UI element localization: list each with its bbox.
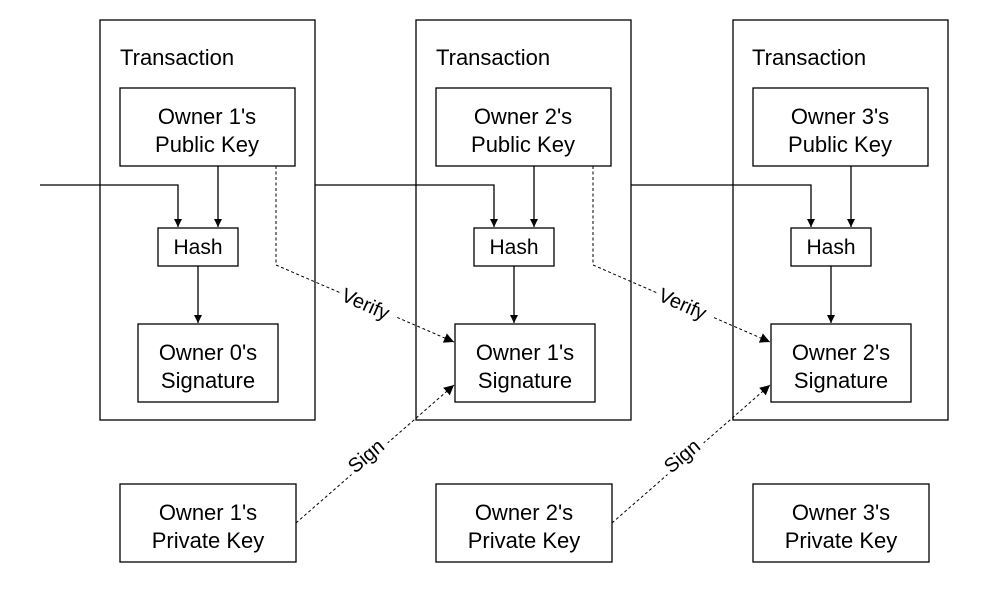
- transaction-2-hash-box: [473, 227, 555, 267]
- transaction-3-public-key-line2: Public Key: [788, 132, 892, 157]
- sign-label-2-bg: [657, 431, 710, 481]
- transaction-3-hash-box: [790, 227, 872, 267]
- transaction-3-title: Transaction: [752, 45, 866, 70]
- verify-label-1-bg: [334, 282, 402, 330]
- private-key-1-box: [119, 483, 297, 563]
- transaction-2-public-key-line2: Public Key: [471, 132, 575, 157]
- transaction-3-signature-line2: Signature: [794, 368, 888, 393]
- transaction-1: Transaction Owner 1's Public Key Hash Ow…: [99, 19, 316, 421]
- chain-link-into-transaction-2: [315, 184, 498, 227]
- private-key-1-line1: Owner 1's: [159, 500, 257, 525]
- transaction-2-public-key-line1: Owner 2's: [474, 104, 572, 129]
- transaction-2-signature-box: [454, 323, 596, 403]
- private-key-2-line2: Private Key: [468, 528, 581, 553]
- private-key-2-box: [435, 483, 613, 563]
- transaction-3-signature-line1: Owner 2's: [792, 340, 890, 365]
- private-key-1-line2: Private Key: [152, 528, 265, 553]
- private-key-2: Owner 2's Private Key: [435, 483, 613, 563]
- transaction-1-title: Transaction: [120, 45, 234, 70]
- verify-label-1: Verify: [338, 284, 393, 324]
- private-key-3-line2: Private Key: [785, 528, 898, 553]
- transaction-1-public-key-line2: Public Key: [155, 132, 259, 157]
- private-key-3: Owner 3's Private Key: [752, 483, 930, 563]
- transaction-1-signature-box: [137, 323, 279, 403]
- transaction-1-public-key-box: [119, 87, 296, 167]
- transaction-1-public-key-line1: Owner 1's: [158, 104, 256, 129]
- transaction-3-signature-box: [770, 323, 912, 403]
- transaction-3-public-key-box: [752, 87, 929, 167]
- transaction-1-signature-line1: Owner 0's: [159, 340, 257, 365]
- private-key-2-line1: Owner 2's: [475, 500, 573, 525]
- sign-label-1-bg: [341, 431, 394, 481]
- verify-label-2-bg: [651, 282, 719, 330]
- transaction-2: Transaction Owner 2's Public Key Hash Ow…: [415, 19, 632, 421]
- private-key-3-line1: Owner 3's: [792, 500, 890, 525]
- private-key-3-box: [752, 483, 930, 563]
- transaction-3-public-key-line1: Owner 3's: [791, 104, 889, 129]
- transaction-2-signature-line2: Signature: [478, 368, 572, 393]
- transaction-1-signature-line2: Signature: [161, 368, 255, 393]
- transaction-3-hash-label: Hash: [806, 236, 855, 259]
- transaction-2-public-key-box: [435, 87, 612, 167]
- verify-label-2: Verify: [655, 284, 710, 324]
- transaction-3: Transaction Owner 3's Public Key Hash Ow…: [732, 19, 949, 421]
- chain-link-into-transaction-1: [40, 184, 182, 227]
- private-key-1: Owner 1's Private Key: [119, 483, 297, 563]
- chain-link-into-transaction-3: [631, 184, 815, 227]
- transaction-2-hash-label: Hash: [489, 236, 538, 259]
- transaction-1-hash-label: Hash: [173, 236, 222, 259]
- transaction-2-title: Transaction: [436, 45, 550, 70]
- transaction-2-signature-line1: Owner 1's: [476, 340, 574, 365]
